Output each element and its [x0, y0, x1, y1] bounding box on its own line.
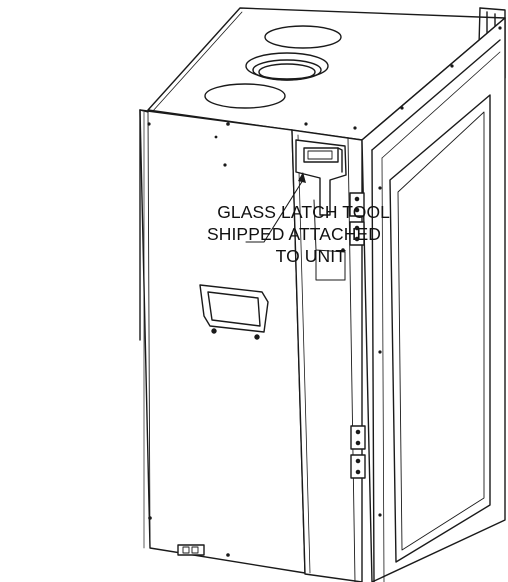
left-edge-panels [139, 109, 145, 549]
vent-holes [204, 25, 342, 109]
glass-latch-tool [295, 139, 347, 281]
front-vent-hole [204, 83, 286, 109]
callout-line-1: GLASS LATCH TOOL [217, 202, 390, 222]
hinge-bottom-2 [350, 454, 366, 479]
fastener-dots [147, 26, 502, 557]
front-strip [291, 129, 363, 582]
center-vent-collar-outer [245, 52, 329, 80]
hinge-bottom-1 [350, 425, 366, 450]
callout-line-2: SHIPPED ATTACHED [206, 224, 381, 244]
right-door-frame [361, 17, 506, 582]
callout-label: GLASS LATCH TOOL SHIPPED ATTACHED TO UNI… [150, 201, 390, 267]
rear-vent-hole [264, 25, 342, 49]
upper-hinges [349, 192, 365, 246]
front-left-panel [139, 109, 341, 574]
front-handle-recess [199, 284, 269, 340]
center-vent-collar-inner [258, 63, 316, 81]
bottom-bracket [177, 544, 205, 556]
glass-panel [389, 94, 491, 563]
hinge-top-1 [349, 192, 365, 217]
lower-hinges [350, 425, 366, 479]
callout-leader [245, 172, 306, 243]
hinge-top-2 [349, 221, 365, 246]
callout-line-3: TO UNIT [275, 246, 346, 266]
